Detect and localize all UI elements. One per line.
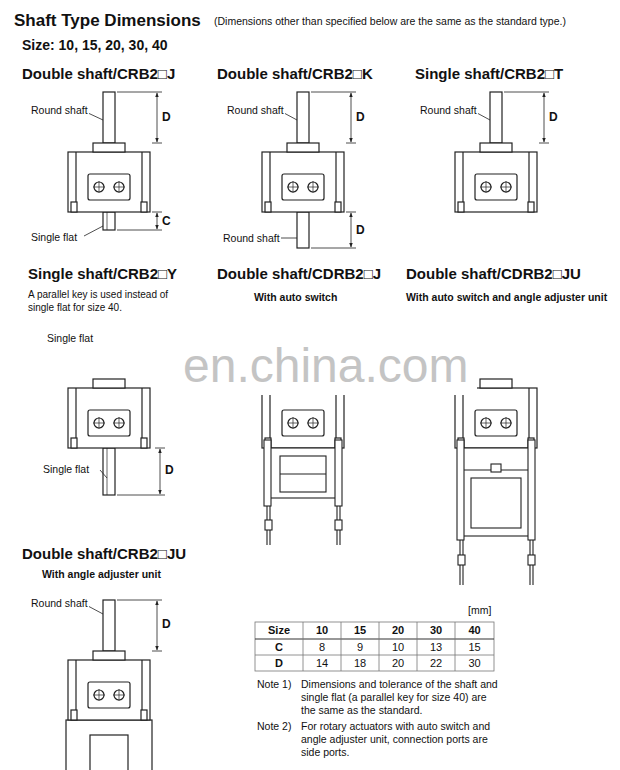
view-note: A parallel key is used instead of single… bbox=[28, 289, 183, 314]
table-cell: 14 bbox=[303, 655, 341, 671]
table-cell: 20 bbox=[379, 622, 417, 638]
size-list: Size: 10, 15, 20, 30, 40 bbox=[22, 37, 168, 54]
table-cell: 40 bbox=[455, 622, 494, 638]
view-subheading: With angle adjuster unit bbox=[42, 568, 161, 581]
table-cell: D bbox=[255, 655, 303, 671]
dimension-label: D bbox=[356, 110, 365, 124]
part-label: Single flat bbox=[42, 463, 90, 476]
table-cell: 8 bbox=[303, 639, 341, 655]
table-cell: 10 bbox=[379, 639, 417, 655]
dimension-label: D bbox=[549, 110, 558, 124]
table-cell: 20 bbox=[379, 655, 417, 671]
part-label: Round shaft bbox=[222, 232, 281, 245]
view-heading: Double shaft/CRB2□JU bbox=[22, 545, 186, 563]
dimension-label: D bbox=[162, 110, 171, 124]
part-label: Round shaft bbox=[226, 104, 285, 117]
part-label: Round shaft bbox=[30, 597, 89, 610]
view-heading: Double shaft/CDRB2□JU bbox=[406, 265, 581, 283]
table-cell: 15 bbox=[341, 622, 379, 638]
table-cell: 30 bbox=[455, 655, 494, 671]
table-cell: 22 bbox=[417, 655, 455, 671]
part-label: Round shaft bbox=[30, 104, 89, 117]
unit-label: [mm] bbox=[468, 604, 491, 617]
note-text: For rotary actuators with auto switch an… bbox=[301, 720, 498, 759]
part-label: Round shaft bbox=[419, 104, 478, 117]
view-heading: Single shaft/CRB2□T bbox=[415, 65, 563, 83]
dimension-label: D bbox=[162, 617, 171, 631]
watermark: en.china.com bbox=[175, 337, 477, 395]
view-heading: Single shaft/CRB2□Y bbox=[28, 265, 177, 283]
table-cell: 9 bbox=[341, 639, 379, 655]
table-cell: Size bbox=[255, 622, 303, 638]
table-cell: 15 bbox=[455, 639, 494, 655]
table-cell: 18 bbox=[341, 655, 379, 671]
dimension-label: D bbox=[356, 223, 365, 237]
view-heading: Double shaft/CRB2□K bbox=[217, 65, 373, 83]
note-text: Dimensions and tolerance of the shaft an… bbox=[301, 678, 498, 717]
table-cell: 30 bbox=[417, 622, 455, 638]
dimension-label: C bbox=[162, 214, 171, 228]
subtitle-note: (Dimensions other than specified below a… bbox=[214, 15, 566, 28]
note-number: Note 2) bbox=[257, 720, 291, 733]
page-title: Shaft Type Dimensions bbox=[14, 11, 201, 31]
table-cell: C bbox=[255, 639, 303, 655]
part-label: Single flat bbox=[46, 332, 94, 345]
view-heading: Double shaft/CRB2□J bbox=[22, 65, 175, 83]
table-cell: 13 bbox=[417, 639, 455, 655]
view-subheading: With auto switch and angle adjuster unit bbox=[406, 291, 607, 304]
dimension-label: D bbox=[165, 463, 174, 477]
table-cell: 10 bbox=[303, 622, 341, 638]
note-number: Note 1) bbox=[257, 678, 291, 691]
view-heading: Double shaft/CDRB2□J bbox=[217, 265, 381, 283]
view-subheading: With auto switch bbox=[254, 291, 337, 304]
part-label: Single flat bbox=[30, 231, 78, 244]
